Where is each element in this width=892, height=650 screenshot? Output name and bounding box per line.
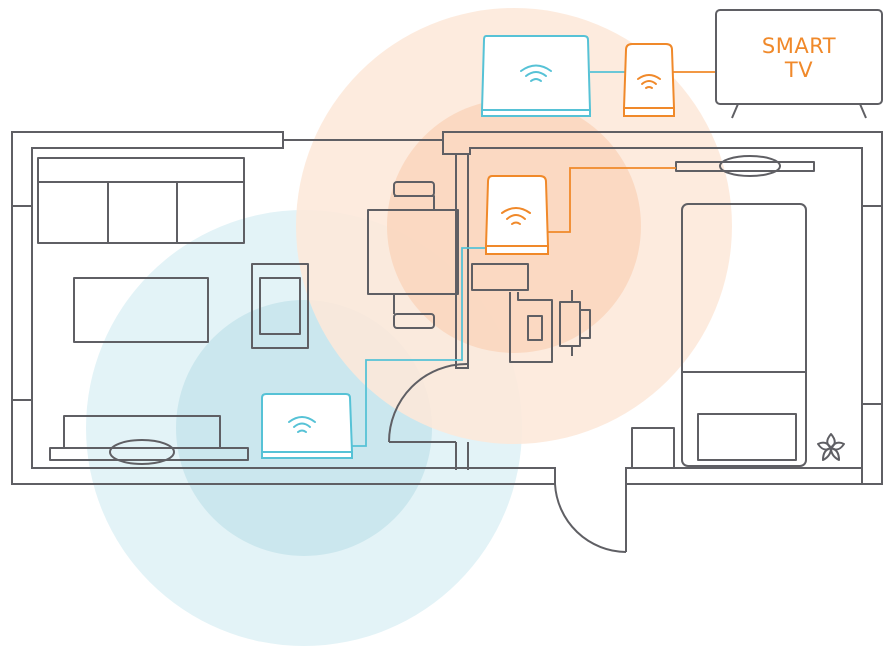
outer-wall bbox=[11, 131, 556, 485]
armchair bbox=[251, 263, 309, 349]
left-wall-segment-top bbox=[11, 132, 32, 207]
top-right-wall bbox=[442, 131, 883, 207]
router-living-blue bbox=[261, 393, 354, 459]
entry-door-swing bbox=[554, 483, 627, 553]
extender-kitchen-orange bbox=[484, 175, 550, 255]
inner-wall-vertical bbox=[455, 154, 469, 470]
bottom-right-wall bbox=[625, 467, 863, 485]
desk bbox=[471, 263, 591, 363]
smart-tv-label-line2: TV bbox=[784, 58, 814, 82]
coffee-table bbox=[73, 277, 209, 343]
extender-tv-orange bbox=[622, 43, 676, 117]
smart-tv bbox=[715, 9, 883, 119]
sofa bbox=[37, 157, 245, 244]
wifi-icon bbox=[501, 207, 531, 225]
right-wall bbox=[861, 205, 883, 485]
router-top-blue bbox=[480, 35, 592, 117]
blue-cable bbox=[352, 247, 492, 447]
left-wall-segment-bottom bbox=[11, 399, 32, 484]
dining-table bbox=[367, 181, 459, 329]
smart-tv-label-line1: SMART bbox=[761, 34, 837, 58]
floorplan-walls bbox=[11, 131, 883, 553]
wifi-icon bbox=[288, 416, 316, 433]
orange-cable-bedroom bbox=[546, 167, 676, 233]
top-shelf bbox=[675, 155, 815, 177]
tv-bench bbox=[49, 415, 249, 465]
bed bbox=[681, 203, 807, 467]
wifi-icon bbox=[637, 74, 661, 89]
nightstand bbox=[631, 427, 675, 469]
door-swing bbox=[388, 363, 468, 443]
wifi-icon bbox=[520, 64, 552, 82]
smart-tv-label: SMART TV bbox=[716, 34, 882, 82]
plant-icon bbox=[817, 433, 845, 461]
